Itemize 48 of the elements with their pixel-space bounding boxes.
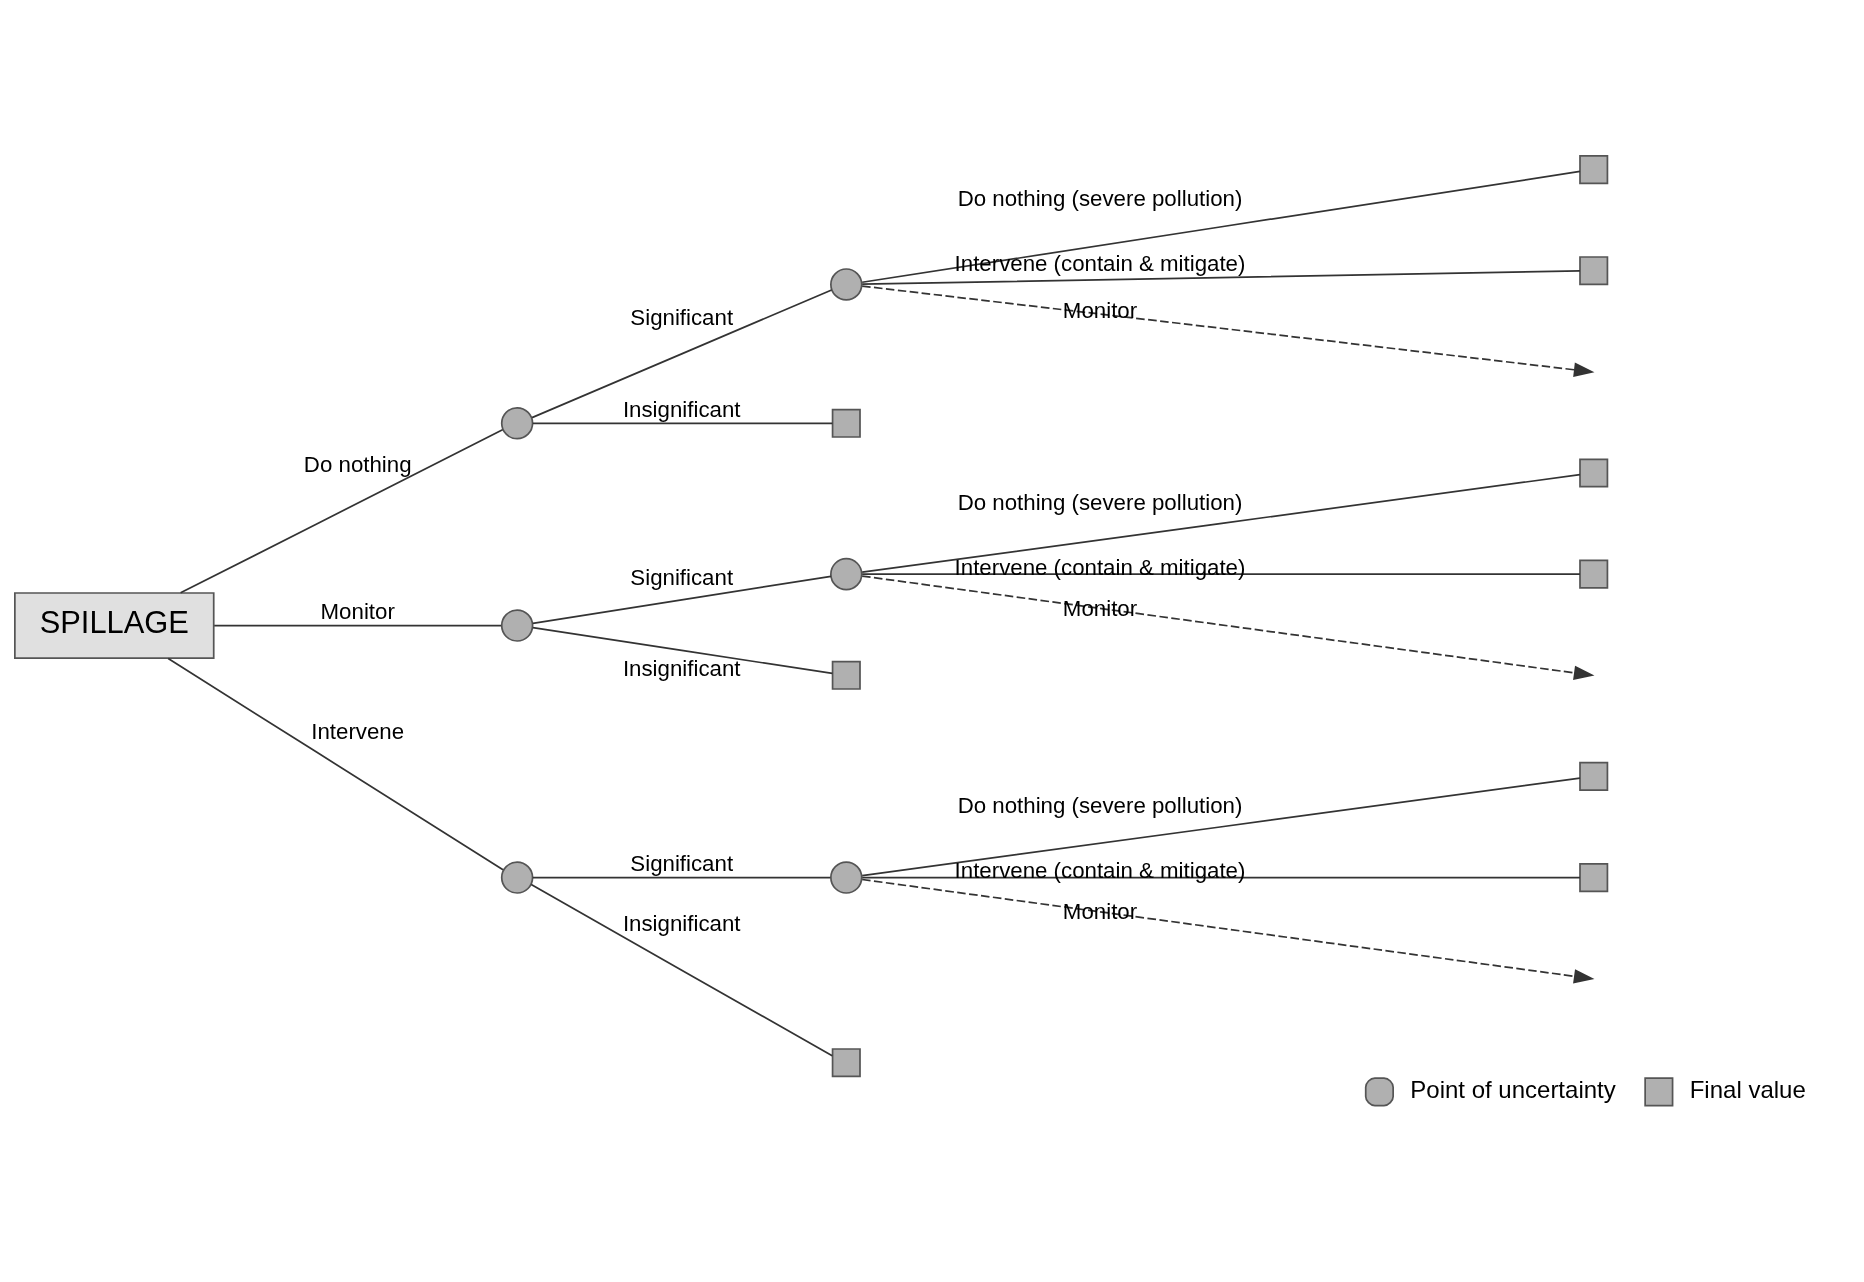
arrow	[861, 575, 1595, 680]
node-box	[1579, 458, 1609, 488]
edge-label: Significant	[630, 304, 734, 330]
edge-label: Significant	[630, 565, 734, 591]
connector	[530, 883, 834, 1057]
edge-label: Do nothing (severe pollution)	[957, 489, 1243, 515]
node-box	[1579, 761, 1609, 791]
node-circle	[830, 557, 863, 591]
connector	[531, 289, 833, 419]
edge-label: Insignificant	[622, 397, 741, 423]
arrow	[861, 878, 1595, 984]
connector	[532, 575, 832, 625]
node-box	[831, 408, 861, 438]
node-circle	[500, 609, 534, 642]
edge-label: Monitor	[320, 599, 395, 625]
connector	[532, 876, 832, 879]
connector	[861, 473, 1581, 574]
node-circle	[500, 407, 534, 440]
edge-label: Intervene	[311, 719, 405, 745]
node-box	[1579, 155, 1609, 185]
connector	[861, 270, 1581, 286]
node-box	[1579, 863, 1609, 893]
node-box	[831, 660, 861, 690]
node-box: SPILLAGE	[14, 592, 215, 659]
node-box	[831, 1048, 861, 1078]
edge-label: Insignificant	[622, 655, 741, 681]
connector	[861, 170, 1581, 284]
node-circle	[500, 861, 534, 894]
edge-label: Do nothing (severe pollution)	[957, 793, 1243, 819]
node-circle	[830, 268, 863, 301]
edge-label: Do nothing (severe pollution)	[957, 186, 1243, 212]
node-circle	[830, 861, 863, 894]
connector	[532, 422, 834, 425]
edge-label: Intervene (contain & mitigate)	[954, 858, 1246, 884]
connector	[213, 624, 502, 627]
edge-label: Insignificant	[622, 911, 741, 937]
edge-label: Do nothing	[303, 451, 412, 477]
legend-label: Point of uncertainty	[1410, 1076, 1616, 1104]
edge-label: Significant	[630, 851, 734, 877]
connector	[861, 876, 1581, 879]
node-box	[1579, 559, 1609, 589]
legend-label: Final value	[1689, 1076, 1806, 1104]
connector	[167, 657, 504, 871]
node-box	[1579, 256, 1609, 286]
connector	[861, 777, 1581, 877]
connector	[532, 626, 834, 675]
connector	[179, 428, 504, 594]
arrow	[861, 285, 1595, 377]
